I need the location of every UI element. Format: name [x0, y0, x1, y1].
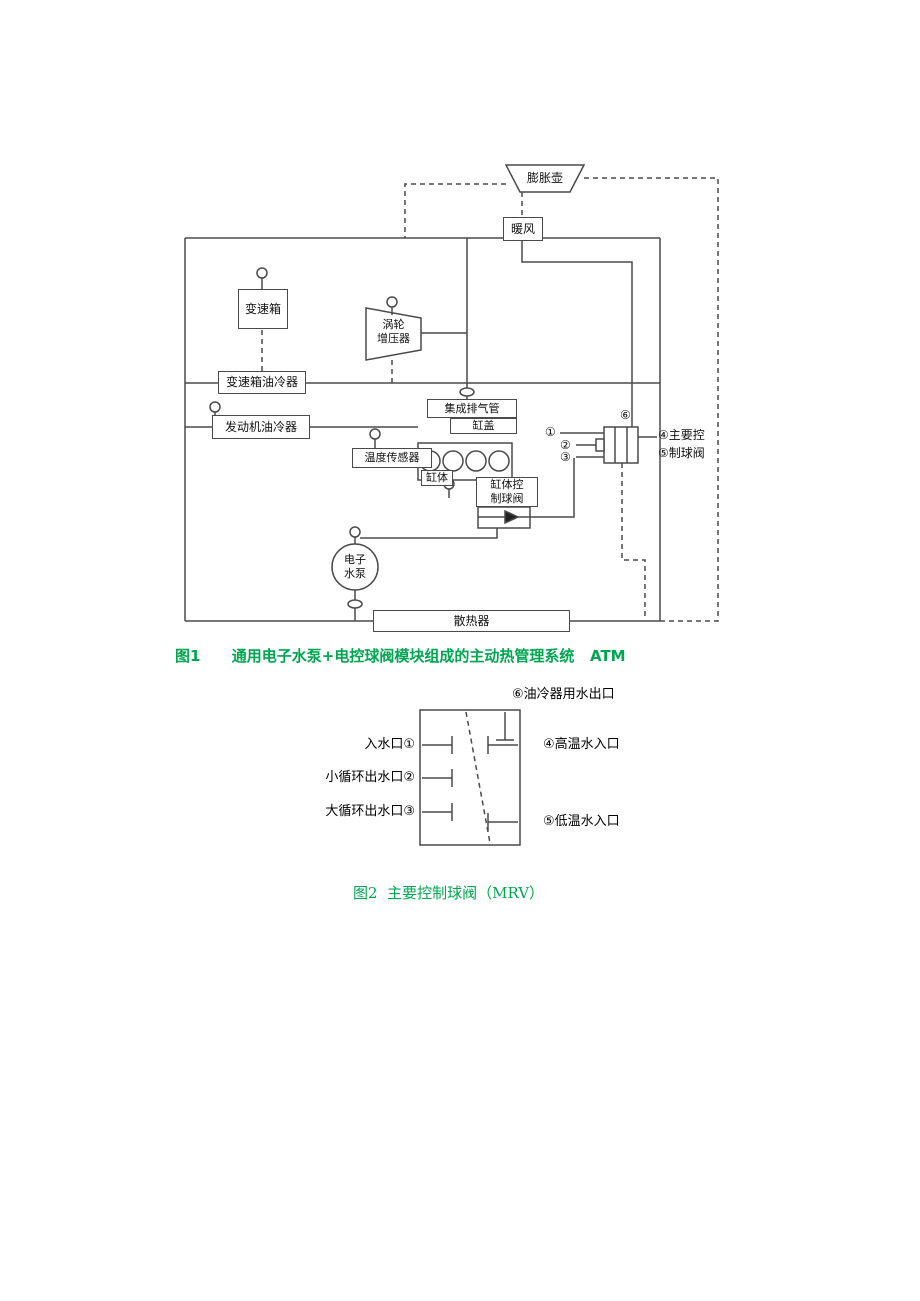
fig2-port5-label: ⑤低温水入口	[543, 814, 620, 829]
mrv-port1-number: ①	[545, 425, 556, 439]
transmission-box: 变速箱	[238, 289, 288, 329]
heater-box: 暖风	[503, 217, 543, 241]
cylinder-block-label: 缸体	[421, 470, 453, 486]
electronic-pump-label: 电子 水泵	[344, 553, 366, 580]
main-valve-label-line1: ④主要控	[658, 428, 705, 442]
expansion-tank-label: 膨胀壶	[526, 171, 563, 185]
turbocharger-label: 涡轮 增压器	[377, 318, 410, 345]
main-valve-label-line2: ⑤制球阀	[658, 446, 705, 460]
figure2-caption: 图2 主要控制球阀（MRV）	[353, 884, 545, 902]
fig2-port3-label: 大循环出水口③	[325, 804, 415, 819]
fig2-port1-label: 入水口①	[364, 737, 415, 752]
block-control-valve-box: 缸体控 制球阀	[476, 477, 538, 507]
exhaust-manifold-box: 集成排气管	[427, 399, 517, 418]
cylinder-head-box: 缸盖	[450, 418, 517, 434]
transmission-oil-cooler-box: 变速箱油冷器	[218, 371, 306, 394]
fig2-port6-label: ⑥油冷器用水出口	[512, 687, 615, 702]
fig2-port2-label: 小循环出水口②	[325, 770, 415, 785]
radiator-box: 散热器	[373, 610, 570, 632]
mrv-port2-number: ②	[560, 438, 571, 452]
fig2-port4-label: ④高温水入口	[543, 737, 620, 752]
engine-oil-cooler-box: 发动机油冷器	[212, 415, 310, 439]
mrv-port6-number: ⑥	[620, 408, 631, 422]
temperature-sensor-box: 温度传感器	[352, 448, 432, 468]
figure1-caption: 图1 通用电子水泵+电控球阀模块组成的主动热管理系统 ATM	[175, 647, 626, 665]
mrv-port3-number: ③	[560, 450, 571, 464]
